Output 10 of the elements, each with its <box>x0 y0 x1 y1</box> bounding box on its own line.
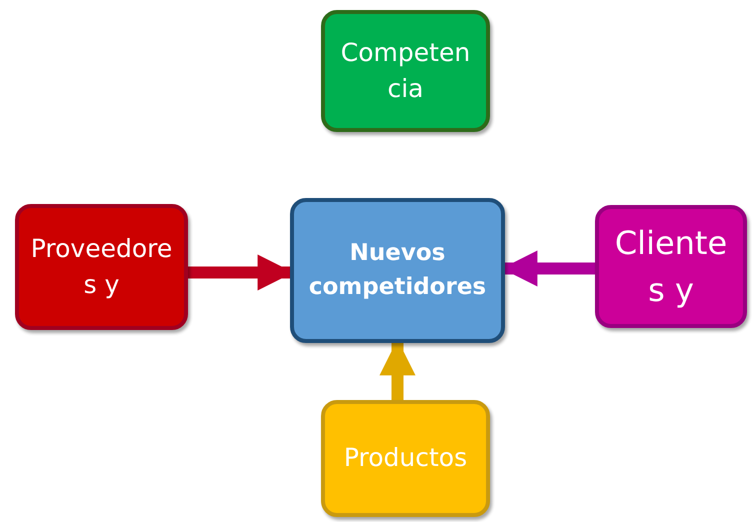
clients-box <box>595 205 747 328</box>
node-label: Nuevos competidores <box>308 239 488 302</box>
node-label: Clientes y <box>614 223 728 310</box>
competition-box <box>321 10 490 132</box>
node-label: Productos <box>344 442 468 474</box>
new-competitors-box <box>290 198 505 343</box>
suppliers-box <box>15 204 188 330</box>
products-box <box>321 400 490 517</box>
node-label: Proveedores y <box>30 232 174 301</box>
node-label: Competencia <box>340 36 472 105</box>
